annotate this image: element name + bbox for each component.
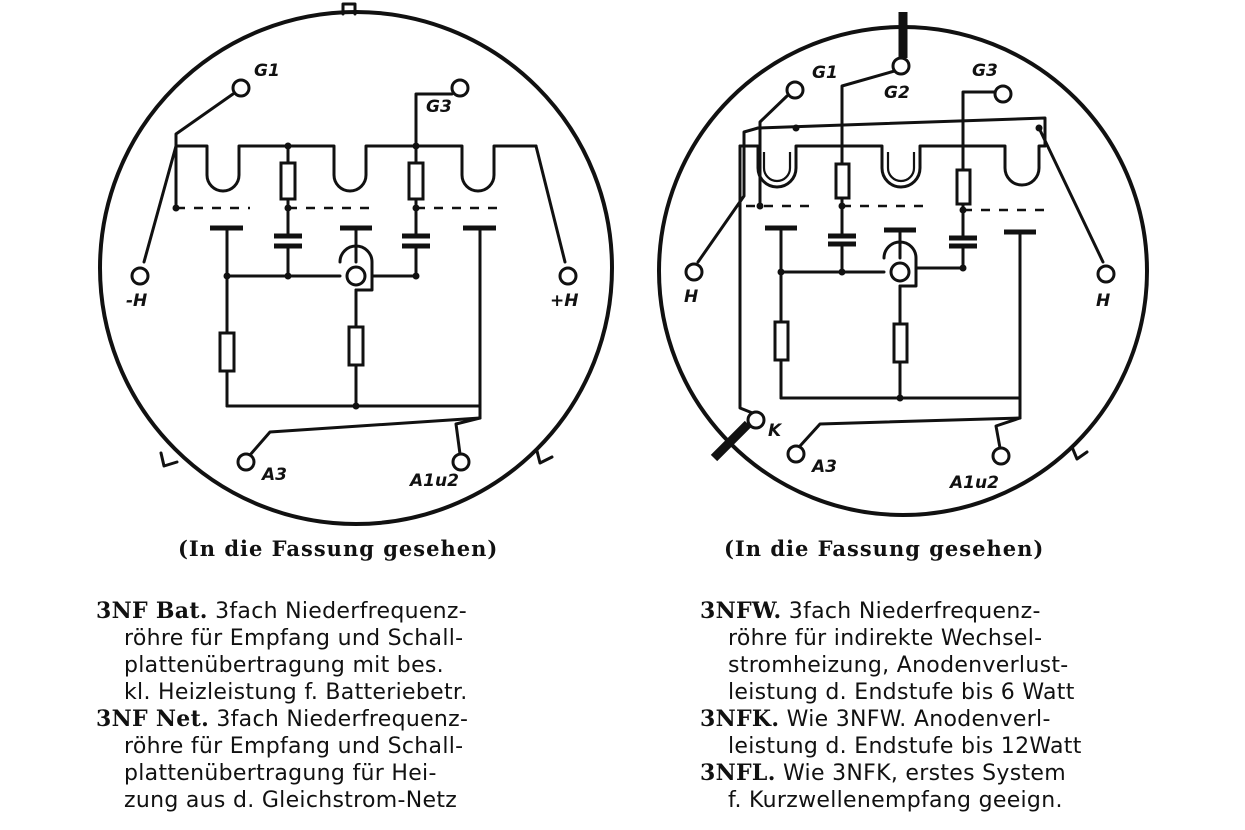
desc-3nfw-line-3: stromheizung, Anodenverlust- [728, 653, 1069, 678]
left-pin-heater-neg [130, 266, 150, 286]
right-load-resistor-1 [773, 320, 790, 362]
left-heater-filament [174, 144, 538, 193]
left-base-key [341, 2, 357, 16]
right-description: 3NFW. 3fach Niederfrequenz- röhre für in… [700, 598, 1082, 814]
right-g3-lead [961, 90, 998, 172]
tube-name-3nf-net: 3NF Net. [96, 706, 210, 732]
desc-3nf-bat-line-3: plattenübertragung mit bes. [124, 653, 444, 678]
left-label-g3: G3 [426, 97, 452, 117]
right-base-lug [1070, 445, 1089, 461]
right-heater-filament [738, 144, 1047, 189]
left-tube-diagram: G1 G3 -H +H A3 A1u2 [98, 2, 614, 526]
desc-3nf-bat-line-1: 3NF Bat. 3fach Niederfrequenz- [96, 598, 467, 624]
right-pin-cathode [746, 410, 766, 430]
left-coupling-resistor-2 [407, 161, 425, 201]
left-label-a12: A1u2 [408, 471, 459, 491]
desc-3nfw-line-2: röhre für indirekte Wechsel- [728, 626, 1043, 651]
right-g1-lead [758, 94, 789, 208]
right-label-heater-right: H [1096, 291, 1110, 311]
left-center-pin [338, 244, 374, 292]
right-heater-lead-left [696, 126, 760, 264]
right-a3-lead [798, 416, 1022, 448]
right-label-cathode: K [768, 421, 783, 441]
left-label-g1: G1 [254, 61, 280, 81]
right-pin-heater-right [1096, 264, 1116, 284]
tube-name-3nfk: 3NFK. [700, 706, 780, 732]
right-center-pin [882, 240, 918, 288]
desc-3nfl-line-2: f. Kurzwellenempfang geeign. [728, 788, 1063, 813]
left-a12-lead [454, 416, 482, 456]
left-load-resistor-2 [347, 325, 365, 367]
right-label-heater-left: H [684, 287, 698, 307]
left-pin-g3 [450, 78, 470, 98]
left-heater-lead-neg [142, 144, 178, 264]
right-heater-lead-right [1037, 126, 1105, 264]
desc-3nf-net-line-4: zung aus d. Gleichstrom-Netz [124, 788, 458, 813]
left-pin-g1 [231, 78, 251, 98]
desc-3nf-bat-line-2: röhre für Empfang und Schall- [124, 626, 464, 651]
tube-name-3nfw: 3NFW. [700, 598, 782, 624]
right-label-g3: G3 [972, 61, 998, 81]
left-load-resistor-1 [218, 331, 236, 373]
right-coupling-resistor-1 [834, 162, 851, 200]
left-label-a3: A3 [260, 465, 287, 485]
tube-name-3nf-bat: 3NF Bat. [96, 598, 208, 624]
right-pin-heater-left [684, 262, 704, 282]
left-heater-lead-pos [534, 144, 567, 264]
right-label-a3: A3 [810, 457, 837, 477]
desc-3nfw-line-1: 3NFW. 3fach Niederfrequenz- [700, 598, 1041, 624]
right-label-a12: A1u2 [948, 473, 999, 493]
left-base-lug-right [535, 449, 554, 465]
desc-3nfk-line-1: 3NFK. Wie 3NFW. Anodenverl- [700, 706, 1051, 732]
desc-3nf-net-line-3: plattenübertragung für Hei- [124, 761, 437, 786]
left-label-heater-pos: +H [550, 291, 578, 311]
right-coupling-resistor-2 [955, 168, 972, 206]
right-pin-g2 [891, 56, 911, 76]
left-g1-lead [174, 92, 235, 148]
right-cathode-key [710, 420, 752, 462]
right-label-g1: G1 [812, 63, 838, 83]
right-load-resistor-2 [892, 322, 909, 364]
right-tube-diagram: G1 G2 G3 H H K A3 A1u2 [657, 12, 1149, 517]
right-pin-a3 [786, 444, 806, 464]
right-label-g2: G2 [884, 83, 910, 103]
left-label-heater-neg: -H [126, 291, 147, 311]
desc-3nf-bat-line-4: kl. Heizleistung f. Batteriebetr. [124, 680, 468, 705]
right-caption: (In die Fassung gesehen) [724, 536, 1045, 561]
right-pin-g1 [785, 80, 805, 100]
right-g2-lead [840, 68, 900, 166]
tube-name-3nfl: 3NFL. [700, 760, 776, 786]
left-pin-heater-pos [558, 266, 578, 286]
desc-3nf-net-line-1: 3NF Net. 3fach Niederfrequenz- [96, 706, 469, 732]
left-g3-lead [414, 92, 454, 148]
left-pin-a3 [236, 452, 256, 472]
desc-3nfl-line-1: 3NFL. Wie 3NFK, erstes System [700, 760, 1066, 786]
left-caption: (In die Fassung gesehen) [178, 536, 499, 561]
left-a3-lead [248, 416, 482, 457]
left-coupling-resistor-1 [279, 161, 297, 201]
left-description: 3NF Bat. 3fach Niederfrequenz- röhre für… [96, 598, 468, 814]
left-base-lug-left [159, 451, 179, 468]
left-pin-a12 [451, 452, 471, 472]
desc-3nf-net-line-2: röhre für Empfang und Schall- [124, 734, 464, 759]
right-pin-g3 [993, 84, 1013, 104]
desc-3nfw-line-4: leistung d. Endstufe bis 6 Watt [728, 680, 1075, 705]
right-pin-a12 [991, 446, 1011, 466]
right-a12-lead [994, 416, 1022, 450]
desc-3nfk-line-2: leistung d. Endstufe bis 12Watt [728, 734, 1082, 759]
